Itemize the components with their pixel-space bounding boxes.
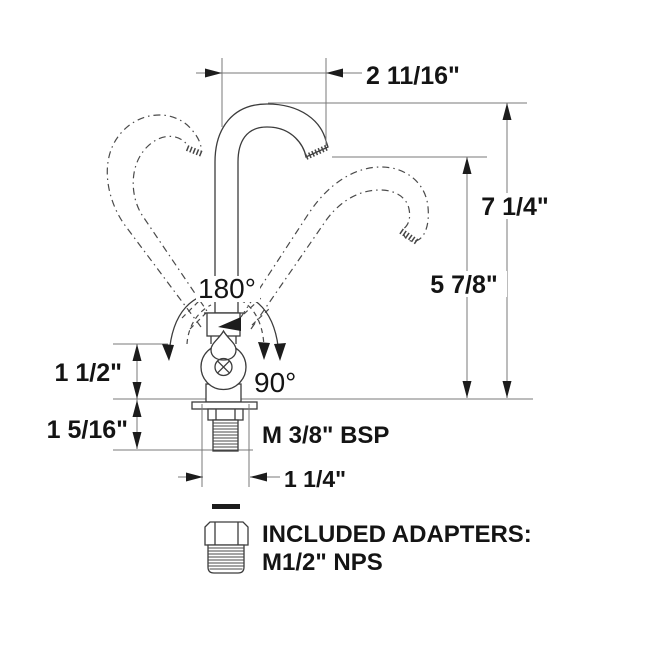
body-ornament [210,329,237,361]
dim-shank-length: 1 5/16" [47,416,128,444]
swivel-arc-90 [186,296,270,360]
extension-lines [201,58,327,487]
rotated-spout-right [240,166,429,330]
label-thread: M 3/8" BSP [262,422,389,449]
rotated-spout-left [106,114,214,330]
dim-spout-reach: 2 11/16" [366,62,460,90]
arc-arrow-90 [258,342,270,360]
arc-arrow-right [274,343,286,361]
screw-icon [214,357,233,377]
text-halos [196,193,558,396]
spout-outlet-hatch [304,144,330,160]
mounting-nut [207,408,244,421]
collar-direction-arrow [218,317,241,331]
adapters-value: M1/2" NPS [262,549,383,576]
rotated-right-outlet-hatch [399,228,419,245]
dash-bullet [212,504,240,509]
dim-overall-height: 7 1/4" [481,193,548,221]
rotated-left-outlet-hatch [185,145,204,157]
dimension-arrows [132,68,512,482]
dim-body-height: 1 1/2" [55,359,122,387]
adapter-icon [204,521,249,574]
dim-body-diameter: 1 1/4" [284,466,346,492]
adapter-legend: INCLUDED ADAPTERS: M1/2" NPS [204,504,532,576]
label-swivel-angle: 180° [198,273,256,304]
dim-outlet-height: 5 7/8" [430,271,497,299]
adapters-title: INCLUDED ADAPTERS: [262,521,532,548]
label-alt-swivel-angle: 90° [254,367,296,398]
arc-arrow-left [162,344,174,361]
